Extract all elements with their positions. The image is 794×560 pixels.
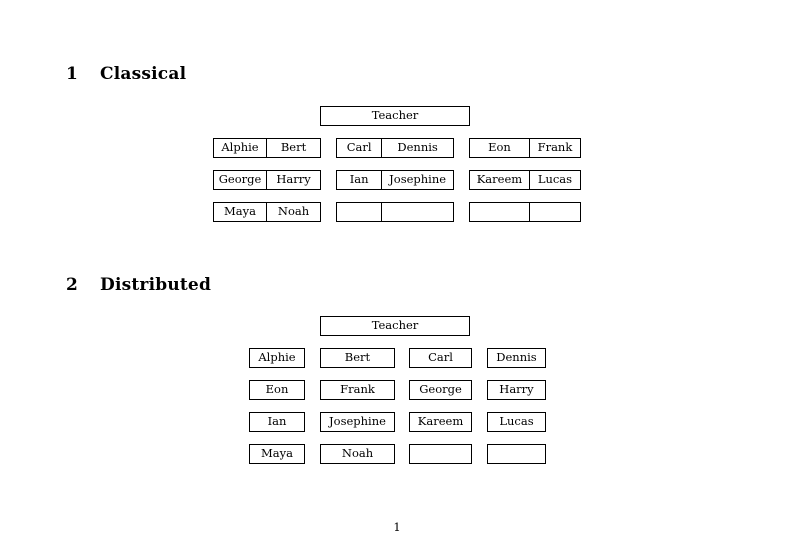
classical-group2-row2: Ian Josephine [336, 170, 454, 190]
distributed-cell: Ian [249, 412, 305, 432]
student-cell: Carl [346, 140, 372, 155]
section-heading-distributed: 2 Distributed [66, 275, 211, 295]
section-number: 2 [66, 275, 79, 295]
classical-group1-row3: Maya Noah [213, 202, 321, 222]
student-cell: Harry [499, 382, 534, 397]
distributed-cell: Noah [320, 444, 395, 464]
distributed-cell: Eon [249, 380, 305, 400]
distributed-cell: Frank [320, 380, 395, 400]
student-cell-empty [381, 203, 453, 221]
classical-group2-row3 [336, 202, 454, 222]
distributed-cell: Harry [487, 380, 546, 400]
student-cell: Kareem [417, 414, 464, 429]
distributed-cell-empty [487, 444, 546, 464]
student-cell: Alphie [221, 140, 259, 155]
student-cell: Noah [266, 203, 320, 221]
student-cell-empty [470, 203, 529, 221]
student-cell: Ian [349, 172, 369, 187]
student-cell: Harry [266, 171, 320, 189]
student-cell: Maya [224, 204, 256, 219]
student-cell: Carl [428, 350, 453, 365]
distributed-cell: Lucas [487, 412, 546, 432]
classical-group1-row2: George Harry [213, 170, 321, 190]
classical-group1-row1: Alphie Bert [213, 138, 321, 158]
section-title: Classical [100, 64, 187, 84]
distributed-cell: Carl [409, 348, 472, 368]
student-cell: George [218, 172, 262, 187]
teacher-box-distributed: Teacher [320, 316, 470, 336]
student-cell: Noah [341, 446, 374, 461]
student-cell: Dennis [496, 350, 537, 365]
student-cell: Maya [261, 446, 293, 461]
section-heading-classical: 1 Classical [66, 64, 186, 84]
student-cell: Ian [267, 414, 287, 429]
section-title: Distributed [100, 275, 212, 295]
teacher-box-classical: Teacher [320, 106, 470, 126]
student-cell-empty [528, 203, 580, 221]
distributed-cell: Josephine [320, 412, 395, 432]
student-cell: Lucas [528, 171, 580, 189]
student-cell: Frank [340, 382, 375, 397]
student-cell: Bert [344, 350, 371, 365]
classical-group2-row1: Carl Dennis [336, 138, 454, 158]
classical-group3-row2: Kareem Lucas [469, 170, 581, 190]
student-cell: Josephine [381, 171, 453, 189]
classical-group3-row1: Eon Frank [469, 138, 581, 158]
student-cell: Eon [265, 382, 289, 397]
classical-group3-row3 [469, 202, 581, 222]
student-cell: Kareem [476, 172, 523, 187]
student-cell: George [419, 382, 462, 397]
student-cell-empty [488, 445, 545, 463]
student-cell: Bert [266, 139, 320, 157]
page-number: 1 [393, 520, 401, 534]
distributed-cell: George [409, 380, 472, 400]
teacher-label: Teacher [371, 108, 419, 123]
distributed-cell: Alphie [249, 348, 305, 368]
distributed-cell-empty [409, 444, 472, 464]
section-number: 1 [66, 64, 79, 84]
student-cell: Lucas [499, 414, 534, 429]
distributed-cell: Dennis [487, 348, 546, 368]
student-cell: Josephine [329, 414, 386, 429]
distributed-cell: Maya [249, 444, 305, 464]
student-cell: Alphie [258, 350, 296, 365]
student-cell-empty [337, 203, 381, 221]
distributed-cell: Bert [320, 348, 395, 368]
teacher-label: Teacher [371, 318, 419, 333]
student-cell: Eon [488, 140, 511, 155]
student-cell: Frank [528, 139, 580, 157]
student-cell: Dennis [381, 139, 453, 157]
distributed-cell: Kareem [409, 412, 472, 432]
student-cell-empty [410, 445, 471, 463]
